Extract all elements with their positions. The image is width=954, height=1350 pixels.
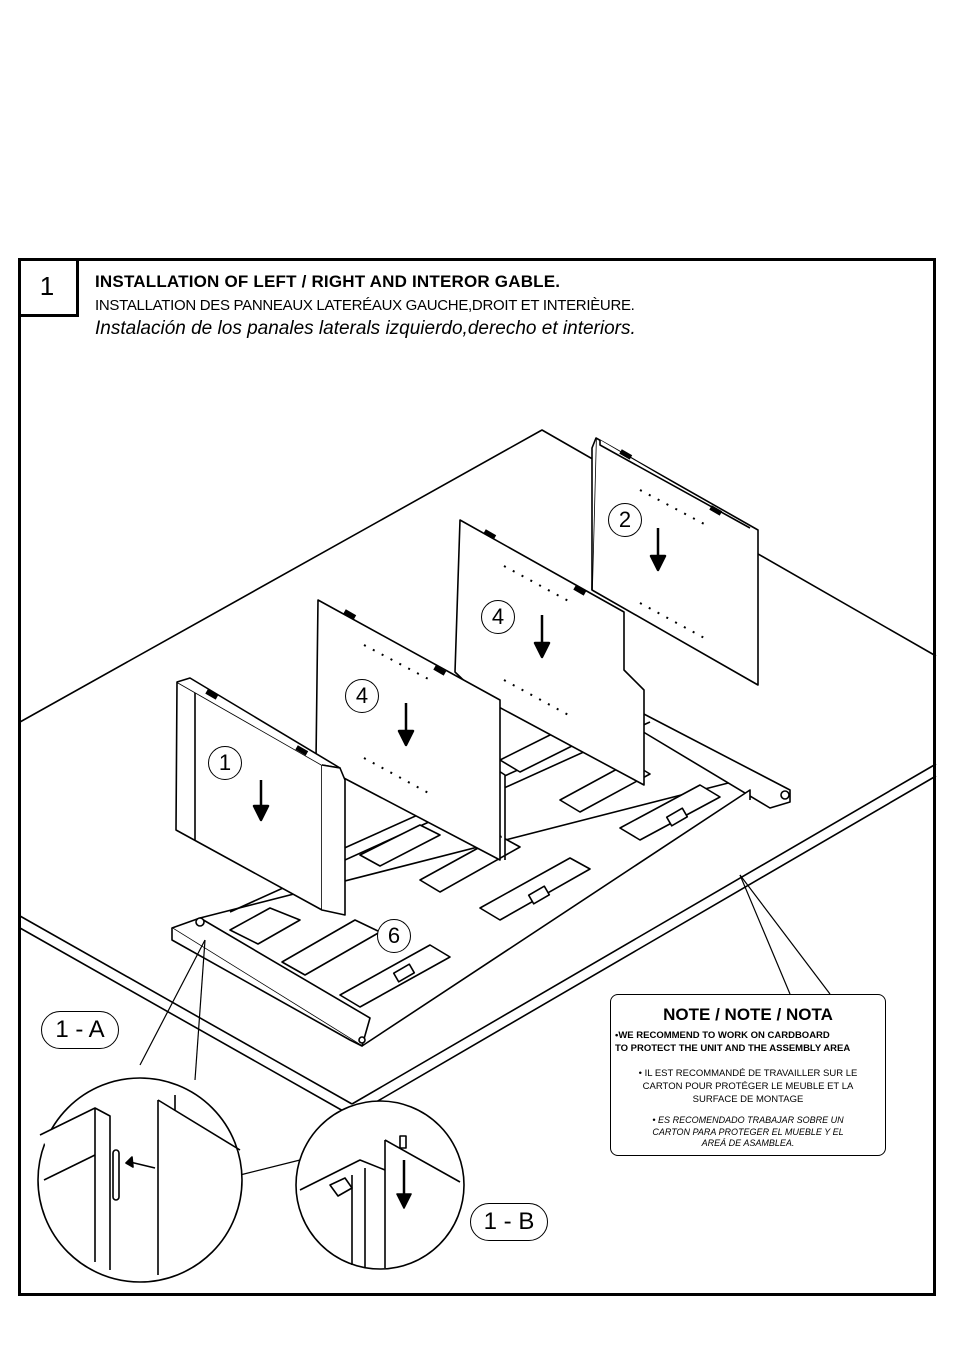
- base-frame: [171, 711, 791, 1047]
- step-number: 1: [18, 258, 79, 317]
- detail-1a-circle: [37, 1077, 243, 1283]
- note-english: •WE RECOMMEND TO WORK ON CARDBOARD TO PR…: [615, 1030, 851, 1054]
- detail-label-1b: 1 - B: [470, 1203, 548, 1241]
- detail-1b-circle: [295, 1100, 465, 1270]
- panel-1: [175, 677, 346, 916]
- note-box: NOTE / NOTE / NOTA •WE RECOMMEND TO WORK…: [610, 994, 886, 1156]
- title-spanish: Instalación de los panales laterals izqu…: [95, 318, 636, 339]
- part-label-4-rear: 4: [481, 600, 515, 634]
- down-arrows: [252, 528, 667, 822]
- note-french: • IL EST RECOMMANDÉ DE TRAVAILLER SUR LE…: [638, 1068, 858, 1105]
- title-french: INSTALLATION DES PANNEAUX LATERÉAUX GAUC…: [95, 297, 635, 314]
- part-label-1: 1: [208, 746, 242, 780]
- part-label-2: 2: [608, 503, 642, 537]
- part-label-6: 6: [377, 919, 411, 953]
- detail-label-1a: 1 - A: [41, 1011, 119, 1049]
- title-english: INSTALLATION OF LEFT / RIGHT AND INTEROR…: [95, 272, 561, 291]
- note-title: NOTE / NOTE / NOTA: [663, 1005, 833, 1024]
- part-label-4-front: 4: [345, 679, 379, 713]
- note-spanish: • ES RECOMENDADO TRABAJAR SOBRE UN CARTO…: [652, 1115, 844, 1148]
